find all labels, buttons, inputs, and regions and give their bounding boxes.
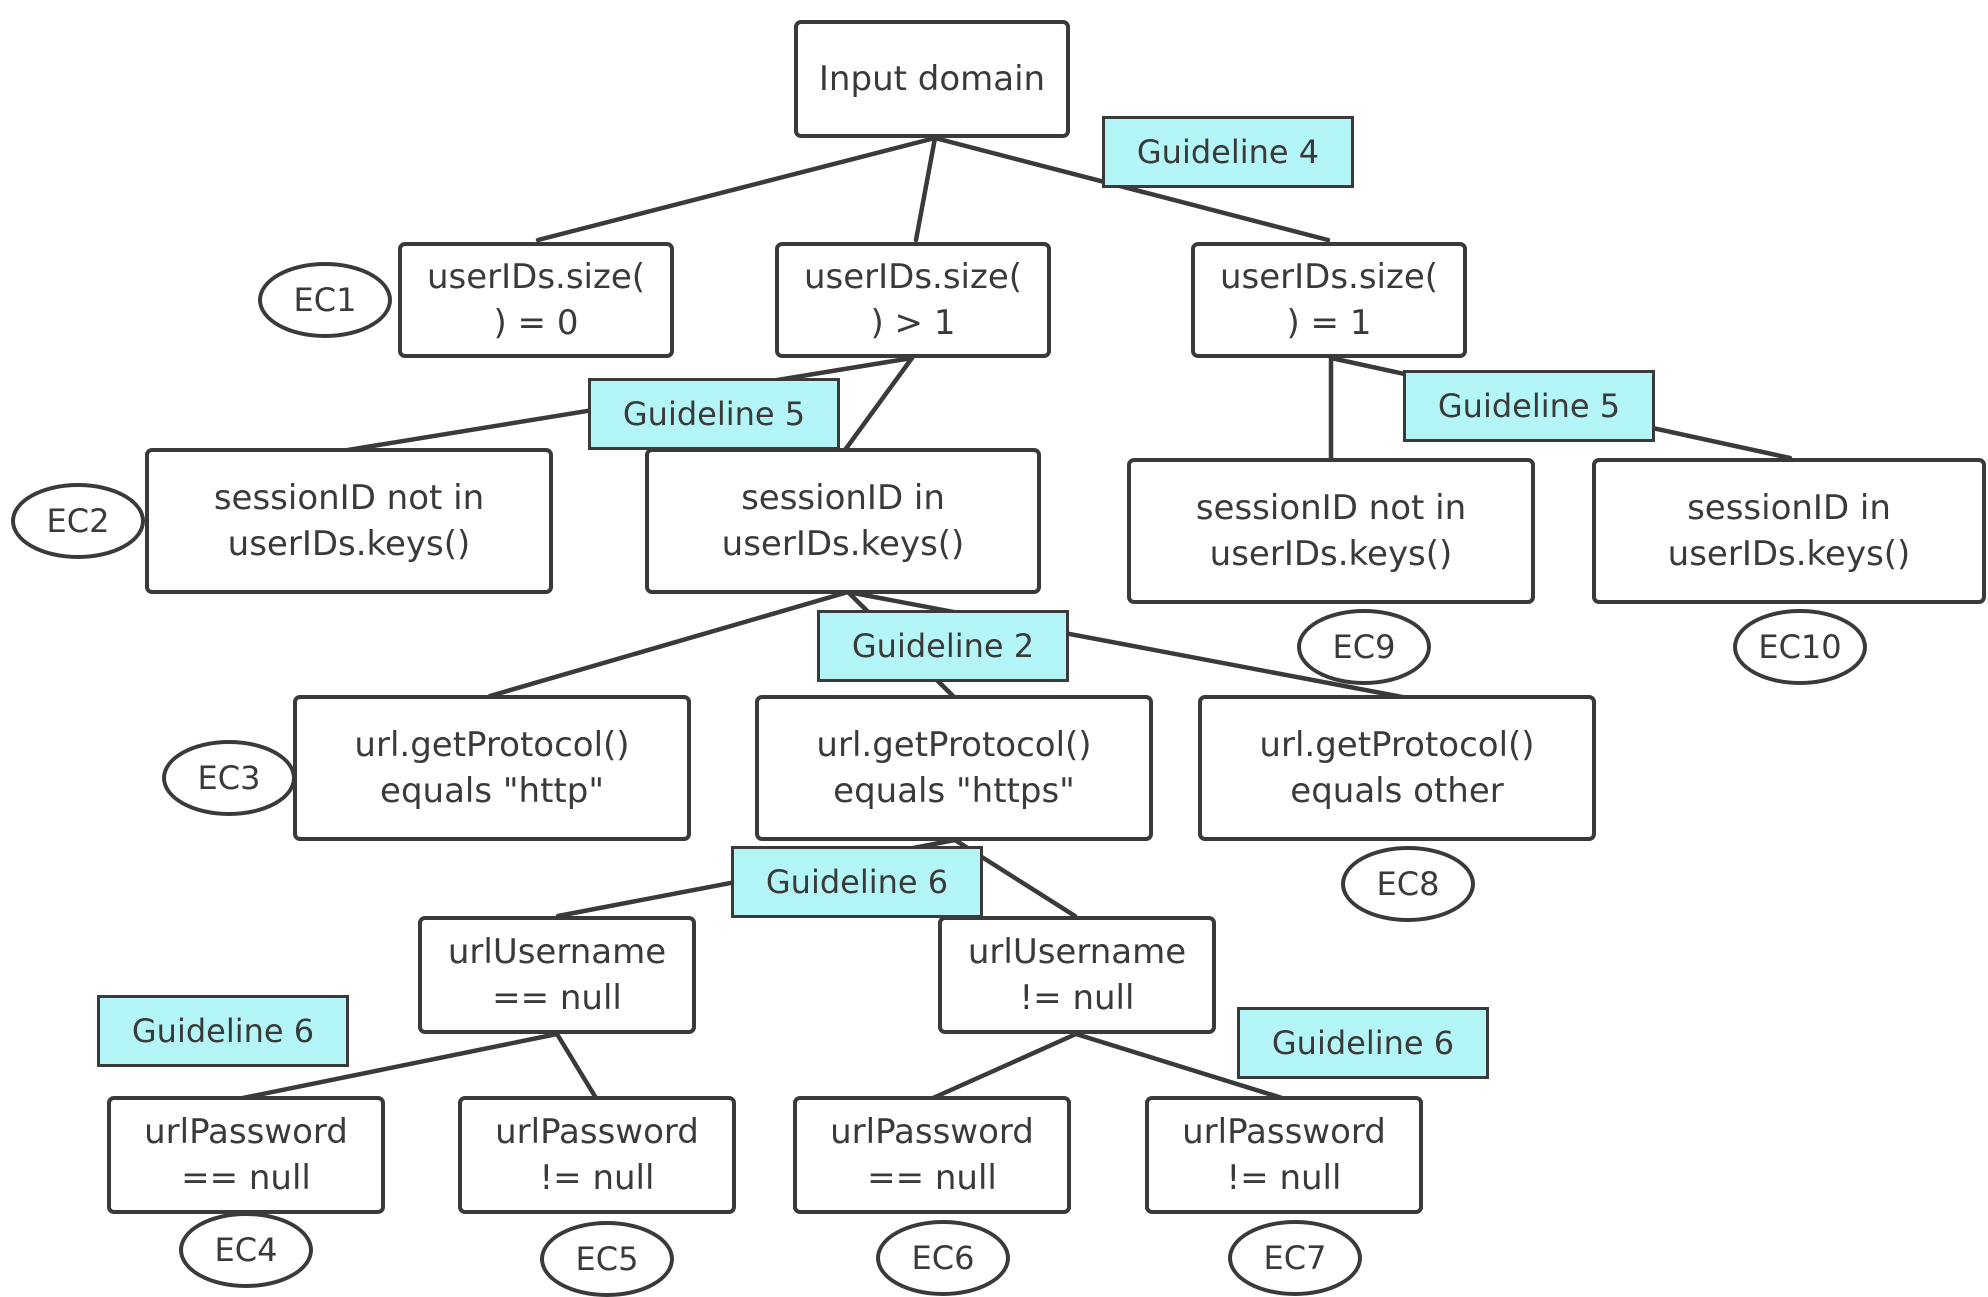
node-urlpassword-null-left: urlPassword == null (107, 1096, 385, 1214)
ec10-ellipse: EC10 (1733, 609, 1867, 685)
guideline-6-center-label: Guideline 6 (731, 846, 983, 918)
guideline-6-right-label: Guideline 6 (1237, 1007, 1489, 1079)
node-urlpassword-not-null-right: urlPassword != null (1145, 1096, 1423, 1214)
ec5-ellipse: EC5 (540, 1221, 674, 1297)
ec9-ellipse: EC9 (1297, 609, 1431, 685)
guideline-5-right-label: Guideline 5 (1403, 370, 1655, 442)
node-urlusername-not-null: urlUsername != null (938, 916, 1216, 1034)
edge-usernamenull-passwordnotnull (554, 1031, 599, 1101)
edge-sessionin-http (487, 589, 851, 699)
node-sessionid-not-in-keys-right: sessionID not in userIDs.keys() (1127, 458, 1535, 604)
node-protocol-https: url.getProtocol() equals "https" (755, 695, 1153, 841)
edge-usernamenull-passwordnull (240, 1031, 560, 1101)
node-urlusername-null: urlUsername == null (418, 916, 696, 1034)
guideline-4-label: Guideline 4 (1102, 116, 1354, 188)
edge-root-size1 (932, 135, 1331, 243)
edge-root-size0 (535, 135, 938, 243)
node-protocol-http: url.getProtocol() equals "http" (293, 695, 691, 841)
ec8-ellipse: EC8 (1341, 846, 1475, 922)
edge-root-sizegt1 (913, 135, 938, 243)
node-protocol-other: url.getProtocol() equals other (1198, 695, 1596, 841)
guideline-2-label: Guideline 2 (817, 610, 1069, 682)
node-sessionid-in-keys-left: sessionID in userIDs.keys() (645, 448, 1041, 594)
edge-usernamenotnull-passwordnull (930, 1031, 1079, 1101)
ec3-ellipse: EC3 (162, 740, 296, 816)
edge-usernamenotnull-passwordnotnull (1073, 1031, 1285, 1101)
ec7-ellipse: EC7 (1228, 1220, 1362, 1296)
node-userids-size-eq-0: userIDs.size( ) = 0 (398, 242, 674, 358)
node-urlpassword-null-right: urlPassword == null (793, 1096, 1071, 1214)
node-sessionid-not-in-keys-left: sessionID not in userIDs.keys() (145, 448, 553, 594)
ec4-ellipse: EC4 (179, 1212, 313, 1288)
node-urlpassword-not-null-left: urlPassword != null (458, 1096, 736, 1214)
node-input-domain: Input domain (794, 20, 1070, 138)
edge-sizegt1-sessionin (842, 355, 915, 453)
guideline-5-left-label: Guideline 5 (588, 378, 840, 450)
node-userids-size-gt-1: userIDs.size( ) > 1 (775, 242, 1051, 358)
guideline-6-left-label: Guideline 6 (97, 995, 349, 1067)
node-sessionid-in-keys-right: sessionID in userIDs.keys() (1592, 458, 1986, 604)
node-userids-size-eq-1: userIDs.size( ) = 1 (1191, 242, 1467, 358)
ec2-ellipse: EC2 (11, 483, 145, 559)
ec1-ellipse: EC1 (258, 262, 392, 338)
ec6-ellipse: EC6 (876, 1220, 1010, 1296)
